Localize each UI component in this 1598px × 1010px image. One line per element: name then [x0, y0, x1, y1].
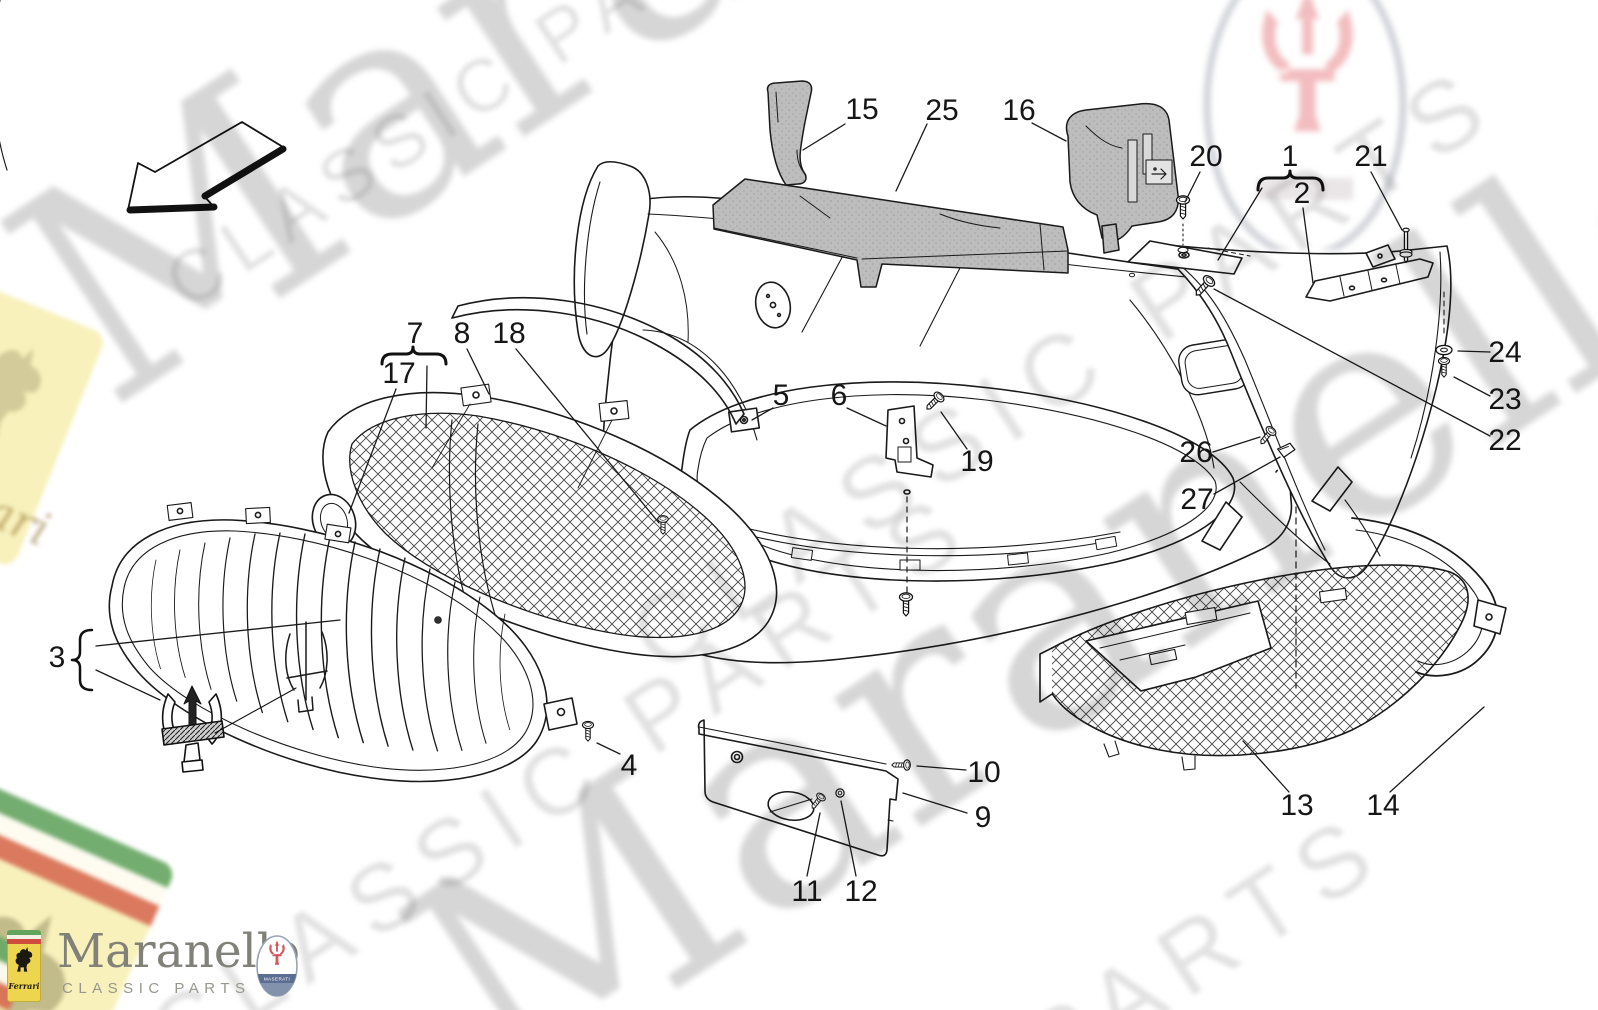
direction-arrow — [126, 121, 287, 214]
leader-line-10 — [916, 765, 967, 771]
foam-part-25 — [712, 178, 1069, 288]
grille-housing — [311, 296, 778, 658]
leader-line-25 — [895, 123, 928, 192]
ferrari-badge-red-stripe — [7, 939, 41, 944]
leader-line-12 — [840, 800, 857, 877]
leader-line-4 — [596, 742, 621, 755]
brace-part-1 — [1256, 169, 1325, 192]
ferrari-badge-label: Ferrari — [8, 981, 40, 991]
leader-line-1 — [1217, 187, 1263, 261]
leader-line-19 — [940, 411, 968, 450]
leader-line-7 — [425, 365, 428, 429]
fasteners — [581, 195, 1453, 812]
brace-part-7 — [380, 345, 448, 366]
leader-line-27 — [1213, 456, 1281, 495]
maserati-badge: MASERATI — [256, 935, 298, 997]
bumper-side-panel — [1127, 240, 1452, 579]
leader-line-16 — [1031, 122, 1067, 142]
leader-line-17 — [348, 388, 397, 514]
leader-line-8 — [466, 348, 490, 395]
logo-tagline: CLASSIC PARTS — [62, 980, 251, 997]
maranello-logo: Ferrari Maranello CLASSIC PARTS MASERATI — [0, 920, 330, 1010]
leader-line-21 — [1370, 171, 1403, 231]
trident-in-grille — [285, 621, 328, 713]
screw-20 — [1175, 195, 1191, 220]
foam-pieces — [712, 80, 1180, 288]
prancing-horse-icon — [15, 947, 33, 972]
nut-12 — [835, 788, 845, 798]
lower-mesh-panels — [1039, 466, 1507, 771]
leader-line-6 — [846, 407, 887, 427]
maserati-badge-label: MASERATI — [264, 977, 290, 982]
leader-line-18 — [515, 348, 660, 524]
leader-line-26 — [1212, 436, 1261, 453]
screw-10 — [891, 759, 911, 771]
seal-part-8 — [451, 296, 745, 425]
bracket-part-2 — [1305, 244, 1434, 302]
ferrari-badge: Ferrari — [7, 930, 41, 1002]
leader-line-11 — [806, 812, 821, 877]
screw-4 — [581, 720, 595, 742]
leader-line-3 — [95, 669, 161, 701]
leader-line-3 — [95, 619, 341, 647]
leader-line-14 — [1389, 706, 1485, 793]
foam-part-15 — [766, 80, 813, 186]
leader-line-9 — [902, 792, 968, 814]
leader-line-20 — [1184, 171, 1201, 203]
license-plate-bracket — [697, 719, 899, 857]
leader-line-13 — [1242, 740, 1290, 793]
mesh-panel-13 — [1044, 564, 1469, 757]
leader-line-23 — [1453, 376, 1491, 397]
leader-line-22 — [1213, 288, 1491, 437]
leader-line-15 — [802, 123, 846, 151]
grille-slats — [0, 0, 511, 752]
washer-24 — [1435, 344, 1453, 356]
trident-emblem — [161, 685, 297, 773]
leader-line-5 — [751, 407, 774, 421]
chrome-grille — [0, 0, 578, 783]
leader-line-24 — [1457, 350, 1491, 353]
brace-part-3 — [70, 628, 94, 692]
